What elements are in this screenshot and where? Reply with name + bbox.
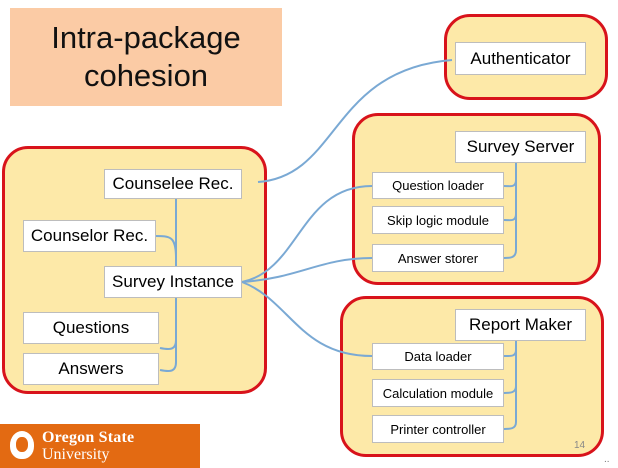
page-number: 14 xyxy=(574,440,586,451)
link-server-answerstorer xyxy=(503,160,517,259)
link-maker-printer xyxy=(503,338,517,430)
question-loader-box: Question loader xyxy=(372,172,504,199)
title-line-2: cohesion xyxy=(83,58,209,93)
survey-instance-box: Survey Instance xyxy=(104,266,242,298)
title-line-1: Intra-package xyxy=(51,20,241,55)
link-instance-questionloader xyxy=(241,185,373,283)
link-server-skiplogic xyxy=(503,160,517,222)
slide-title: Intra-package cohesion xyxy=(10,8,282,106)
link-instance-answers xyxy=(159,292,177,372)
link-counselor-instance xyxy=(154,235,177,259)
link-instance-dataloader xyxy=(241,281,373,357)
printer-controller-box: Printer controller xyxy=(372,415,504,443)
link-maker-calc xyxy=(503,338,517,394)
questions-box: Questions xyxy=(23,312,159,344)
counselee-rec-box: Counselee Rec. xyxy=(104,169,242,199)
corner-mark: .. xyxy=(604,454,610,465)
answers-box: Answers xyxy=(23,353,159,385)
authenticator-box: Authenticator xyxy=(455,42,586,75)
link-counselee-authenticator xyxy=(257,59,453,183)
link-instance-answerstorer xyxy=(241,257,373,283)
survey-server-box: Survey Server xyxy=(455,131,586,163)
university-logo-bar: Oregon State University xyxy=(0,424,200,468)
logo-line-2: University xyxy=(42,446,110,463)
logo-line-1: Oregon State xyxy=(42,429,135,446)
skip-logic-box: Skip logic module xyxy=(372,206,504,234)
university-seal-icon xyxy=(10,431,34,459)
calculation-module-box: Calculation module xyxy=(372,379,504,407)
report-maker-box: Report Maker xyxy=(455,309,586,341)
counselor-rec-box: Counselor Rec. xyxy=(23,220,156,252)
link-instance-questions xyxy=(159,292,177,350)
data-loader-box: Data loader xyxy=(372,343,504,370)
answer-storer-box: Answer storer xyxy=(372,244,504,272)
link-server-questionloader xyxy=(503,160,517,188)
